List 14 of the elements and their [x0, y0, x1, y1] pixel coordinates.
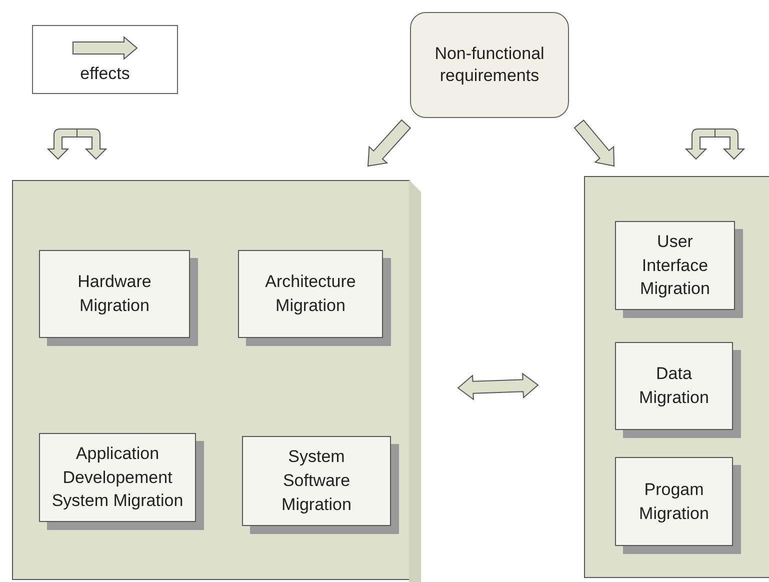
block-arrow [457, 372, 539, 400]
block-arrow [574, 120, 615, 167]
panel-box [584, 176, 769, 578]
node-label: Architecture Migration [264, 271, 357, 317]
legend-label: effects [80, 64, 130, 84]
node-label: Progam Migration [638, 478, 710, 524]
node-label: Non-functional requirements [434, 42, 546, 87]
node-label: Data Migration [638, 363, 710, 409]
requirement-box [410, 12, 569, 118]
node-label: Hardware Migration [76, 271, 152, 317]
node-label: Application Developement System Migration [50, 442, 184, 512]
node-label: System Software Migration [280, 446, 352, 516]
block-arrow [367, 119, 412, 167]
node-label: User Interface Migration [639, 230, 711, 300]
